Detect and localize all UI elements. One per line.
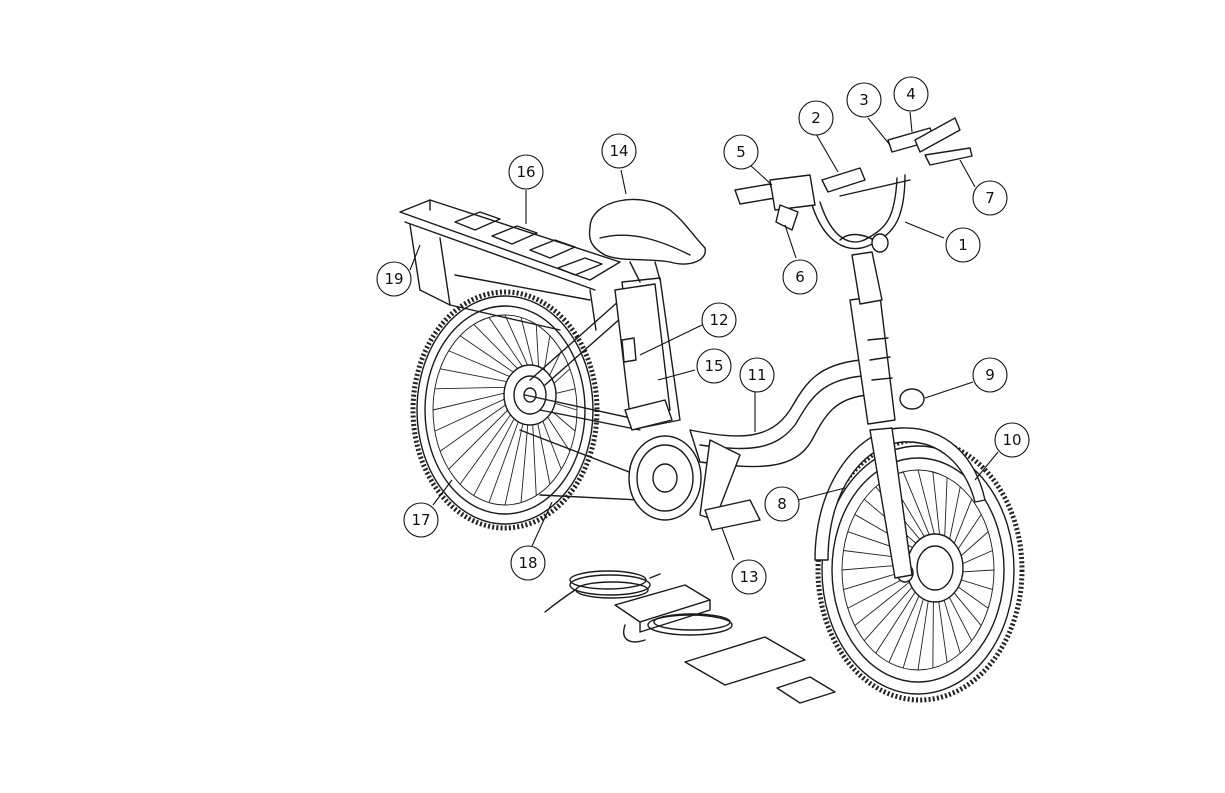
callout-16: 16 [509,155,543,189]
charger-accessories [545,571,835,703]
callout-15: 15 [697,349,731,383]
callout-13: 13 [732,560,766,594]
callout-number: 9 [985,366,995,384]
callout-14: 14 [602,134,636,168]
callout-number: 6 [795,268,805,286]
callout-18: 18 [511,546,545,580]
callout-number: 2 [811,109,821,127]
callout-number: 4 [906,85,916,103]
callout-number: 17 [411,511,430,529]
spoke [474,407,521,496]
callout-9: 9 [973,358,1007,392]
callout-number: 16 [516,163,535,181]
callout-number: 10 [1002,431,1021,449]
callout-2: 2 [799,101,833,135]
callout-number: 12 [709,311,728,329]
rear-wheel [413,292,597,528]
callout-number: 11 [747,366,766,384]
callout-3: 3 [847,83,881,117]
rear-rack [400,200,620,330]
callout-number: 18 [518,554,537,572]
stem-handlebar [735,118,972,304]
callout-number: 5 [736,143,746,161]
callout-5: 5 [724,135,758,169]
callout-12: 12 [702,303,736,337]
callout-number: 13 [739,568,758,586]
callout-6: 6 [783,260,817,294]
callout-4: 4 [894,77,928,111]
callout-1: 1 [946,228,980,262]
callout-number: 19 [384,270,403,288]
callout-17: 17 [404,503,438,537]
spoke [489,409,523,503]
callout-number: 1 [958,236,968,254]
callout-7: 7 [973,181,1007,215]
callout-number: 7 [985,189,995,207]
callout-number: 8 [777,495,787,513]
callout-number: 3 [859,91,869,109]
callout-number: 15 [704,357,723,375]
callout-11: 11 [740,358,774,392]
callout-number: 14 [609,142,628,160]
callout-19: 19 [377,262,411,296]
callout-8: 8 [765,487,799,521]
spoke [449,401,517,469]
callout-10: 10 [995,423,1029,457]
